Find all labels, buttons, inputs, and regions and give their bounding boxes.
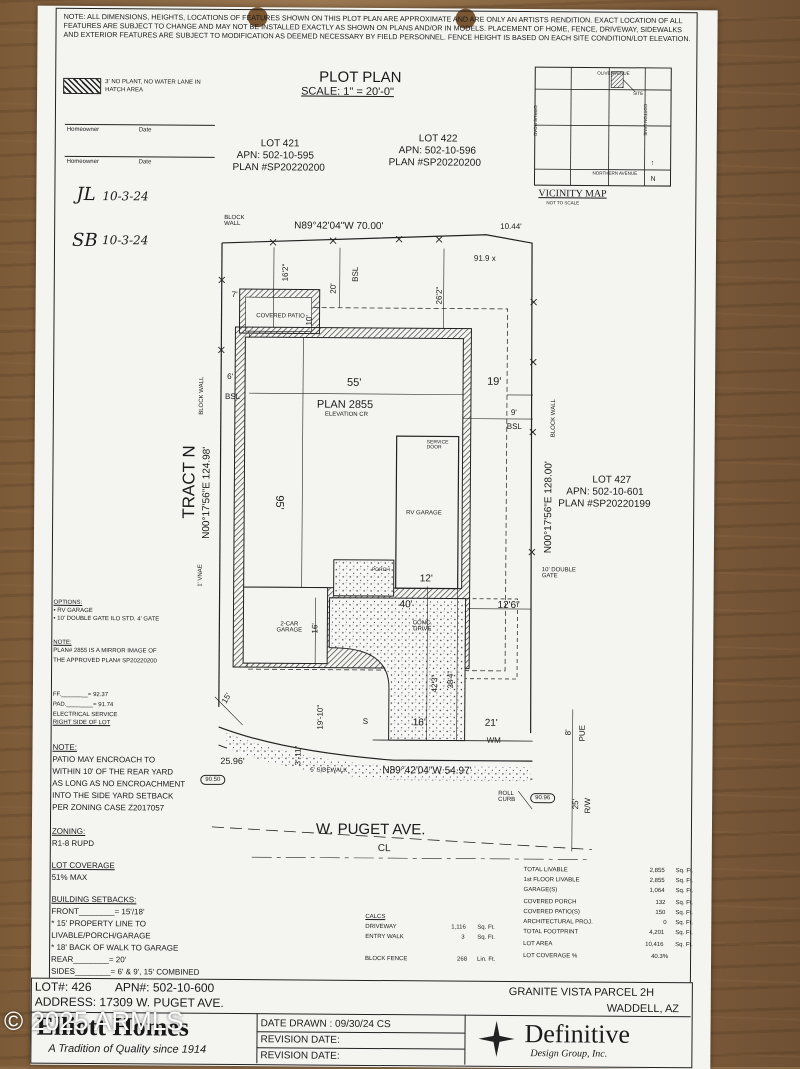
tagline: A Tradition of Quality since 1914 — [48, 1044, 206, 1056]
definitive-logo: Definitive — [524, 1021, 630, 1048]
covered-patio-label: COVERED PATIO — [256, 313, 306, 319]
tract-label: TRACT N — [180, 445, 198, 518]
city-state: WADDELL, AZ — [607, 1004, 679, 1016]
front-bearing-label: N89°42'04"W 54.97' — [382, 766, 471, 777]
lot-number: LOT#: 426 — [35, 981, 92, 993]
rv-garage-label: RV GARAGE — [406, 510, 442, 516]
revision-date-2: REVISION DATE: — [260, 1051, 339, 1062]
project-name: GRANITE VISTA PARCEL 2H — [509, 987, 654, 999]
concrete-drive-label: CONC. DRIVE — [405, 620, 439, 632]
plan-number-label: PLAN 2855 — [317, 400, 373, 411]
mls-watermark: © 2025 ARMLS — [4, 1006, 184, 1037]
apn-number: APN#: 502-10-600 — [115, 981, 214, 994]
left-bearing-label: N00°17'56"E 124.98' — [202, 447, 213, 539]
two-car-garage-label: 2-CAR GARAGE — [269, 621, 309, 633]
plot-plan-sheet: NOTE: ALL DIMENSIONS, HEIGHTS, LOCATIONS… — [30, 6, 717, 1069]
street-name-label: W. PUGET AVE. — [316, 822, 426, 838]
compass-rose-icon — [476, 1019, 516, 1059]
revision-date-1: REVISION DATE: — [260, 1035, 339, 1046]
rear-bearing-label: N89°42'04"W 70.00' — [294, 221, 383, 232]
date-drawn: DATE DRAWN : 09/30/24 CS — [261, 1019, 391, 1030]
right-bearing-label: N00°17'56"E 128.00' — [544, 461, 555, 553]
